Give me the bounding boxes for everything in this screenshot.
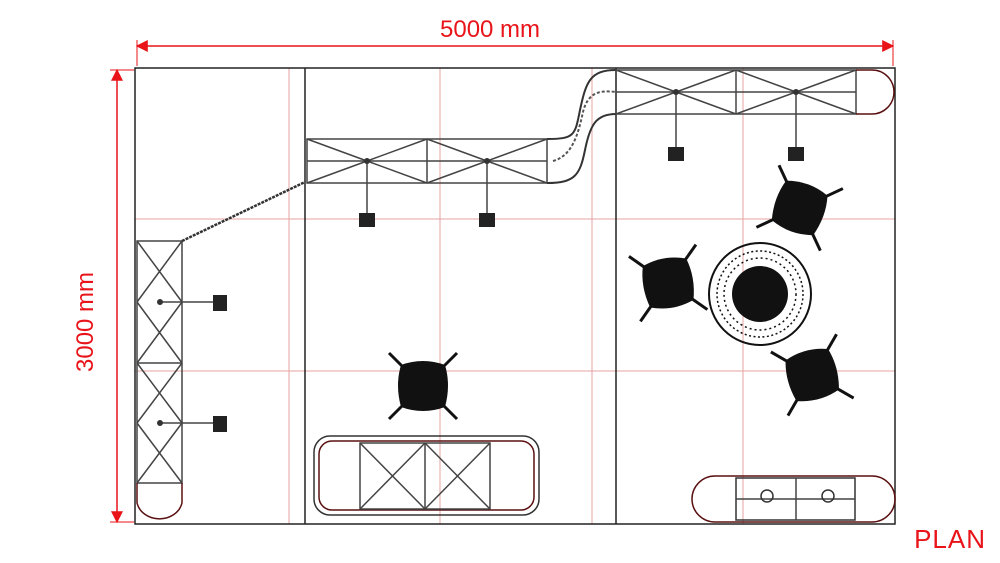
left-spotlights	[157, 295, 227, 432]
chair-bottom-right	[770, 333, 855, 417]
display-counter	[691, 475, 896, 523]
right-top-truss	[615, 69, 895, 115]
width-dimension-line	[135, 40, 895, 66]
right-spotlights	[668, 89, 804, 161]
curved-truss-connector	[546, 69, 617, 184]
diagonal-connector	[181, 180, 306, 243]
chair-left	[628, 243, 709, 323]
middle-top-truss	[306, 138, 548, 184]
view-label: PLAN	[914, 524, 986, 554]
height-dimension-line	[110, 68, 134, 524]
reception-counter	[313, 435, 540, 516]
chair-top-right	[755, 164, 844, 252]
booth-outline	[134, 67, 896, 525]
left-truss-wall	[136, 240, 183, 520]
round-table	[708, 242, 812, 346]
middle-spotlights	[359, 158, 495, 227]
chair-front	[387, 351, 459, 421]
width-dimension-label: 5000 mm	[440, 16, 541, 43]
